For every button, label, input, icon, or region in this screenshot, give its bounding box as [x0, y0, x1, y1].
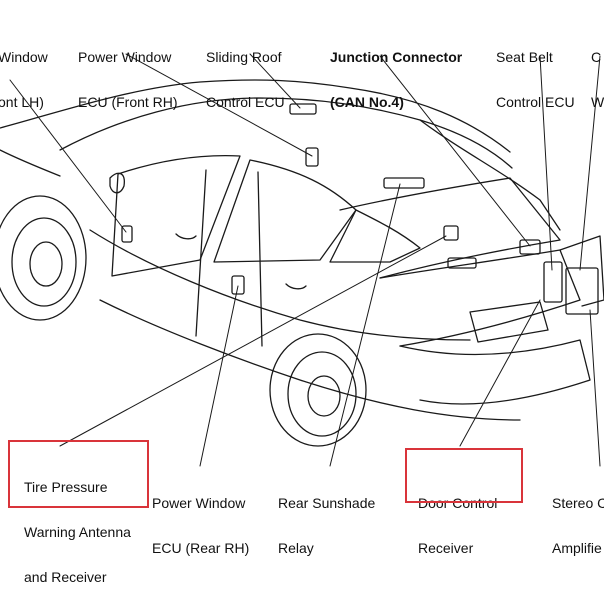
car-rear-hub: [307, 375, 341, 417]
highlight-box-tire-pressure: [8, 440, 149, 508]
stereo-amplifier-part: [565, 267, 599, 315]
tire-pressure-part: [443, 225, 459, 241]
car-front-wheel: [11, 217, 77, 307]
leader-rear-sunshade: [329, 183, 401, 467]
label-rear-sunshade-relay: Rear Sunshade Relay: [278, 466, 375, 586]
label-right-edge-top: C W: [591, 20, 604, 140]
car-front-hub: [29, 241, 63, 287]
label-seat-belt-ecu: Seat Belt Control ECU: [496, 20, 575, 140]
car-roof-inner: [59, 97, 513, 169]
label-stereo-amplifier: Stereo C Amplifie: [552, 466, 604, 586]
highlight-box-door-control: [405, 448, 523, 503]
door-control-receiver-part: [447, 257, 477, 269]
label-power-window-rear-rh: Power Window ECU (Rear RH): [152, 466, 249, 586]
car-rear-plate: [469, 301, 549, 343]
leader-sliding-roof: [249, 53, 301, 109]
label-sliding-roof-ecu: Sliding Roof Control ECU: [206, 20, 285, 140]
leader-pw-front-rh: [125, 53, 313, 157]
pw-rear-rh-part: [231, 275, 245, 295]
car-rear-window: [213, 159, 357, 263]
label-line: Relay: [278, 540, 314, 556]
car-trunk: [379, 249, 581, 347]
car-front-window: [111, 155, 241, 277]
label-line: Warning Antenna: [24, 524, 131, 540]
label-line: Door Control: [418, 495, 498, 511]
leader-pw-rear-rh: [199, 285, 239, 467]
label-line: Sliding Roof: [206, 49, 282, 65]
pw-front-rh-part: [305, 147, 319, 167]
car-door-split-2: [257, 171, 263, 347]
car-quarter-window: [329, 209, 421, 263]
rear-sunshade-relay-part: [383, 177, 425, 189]
label-line: ECU (Rear RH): [152, 540, 250, 556]
leader-junction: [379, 55, 531, 247]
car-rear-bumper: [399, 339, 591, 405]
seat-belt-ecu-part: [543, 261, 563, 303]
label-line: Seat Belt: [496, 49, 553, 65]
label-line: Power Window: [152, 495, 246, 511]
label-line: Junction Connector: [330, 49, 463, 65]
car-front-hood: [0, 149, 61, 177]
label-power-window-front-lh: Window ont LH): [0, 20, 48, 140]
leader-stereo: [589, 309, 601, 467]
car-rear-glass: [339, 177, 561, 279]
label-junction-connector: Junction Connector (CAN No.4): [330, 20, 462, 140]
junction-connector-part: [519, 239, 541, 255]
diagram-stage: Window ont LH) Power Window ECU (Front R…: [0, 20, 604, 585]
label-line: Receiver: [418, 540, 474, 556]
label-line: and Receiver: [24, 569, 107, 585]
label-line: Rear Sunshade: [278, 495, 376, 511]
sliding-roof-ecu-part: [289, 103, 317, 115]
leader-door-control: [459, 299, 541, 447]
car-side-line: [89, 229, 471, 341]
car-rear-wheel-arch: [269, 333, 367, 447]
car-door-split: [195, 169, 207, 337]
car-front-wheel-arch: [0, 195, 87, 321]
car-illustration: [0, 53, 604, 467]
label-line: Window: [0, 49, 48, 65]
car-door-handle-front: [175, 233, 197, 240]
car-rear-pillar: [419, 119, 561, 231]
label-line: Amplifie: [552, 540, 602, 556]
leader-seat-belt: [539, 55, 553, 271]
label-line: Control ECU: [206, 94, 285, 110]
car-rear-wheel: [287, 351, 357, 437]
car-door-handle-rear: [285, 283, 307, 290]
leader-stereo-top: [579, 55, 601, 271]
label-line: W: [591, 94, 604, 110]
label-line: C: [591, 49, 602, 65]
label-line: ont LH): [0, 94, 44, 110]
leader-tire-pressure: [59, 235, 447, 447]
pw-front-lh-part: [121, 225, 133, 243]
leader-pw-front-lh: [9, 79, 127, 233]
car-tail-lamp: [559, 235, 604, 307]
label-line: (CAN No.4): [330, 94, 404, 110]
label-line: Stereo C: [552, 495, 604, 511]
car-mirror: [109, 172, 125, 194]
label-line: ECU (Front RH): [78, 94, 178, 110]
car-roof-line: [0, 79, 511, 153]
car-side-lower: [99, 299, 521, 421]
label-line: Power Window: [78, 49, 172, 65]
label-line: Tire Pressure: [24, 479, 108, 495]
leader-lines: [9, 53, 601, 467]
label-line: Control ECU: [496, 94, 575, 110]
label-power-window-front-rh: Power Window ECU (Front RH): [78, 20, 178, 140]
